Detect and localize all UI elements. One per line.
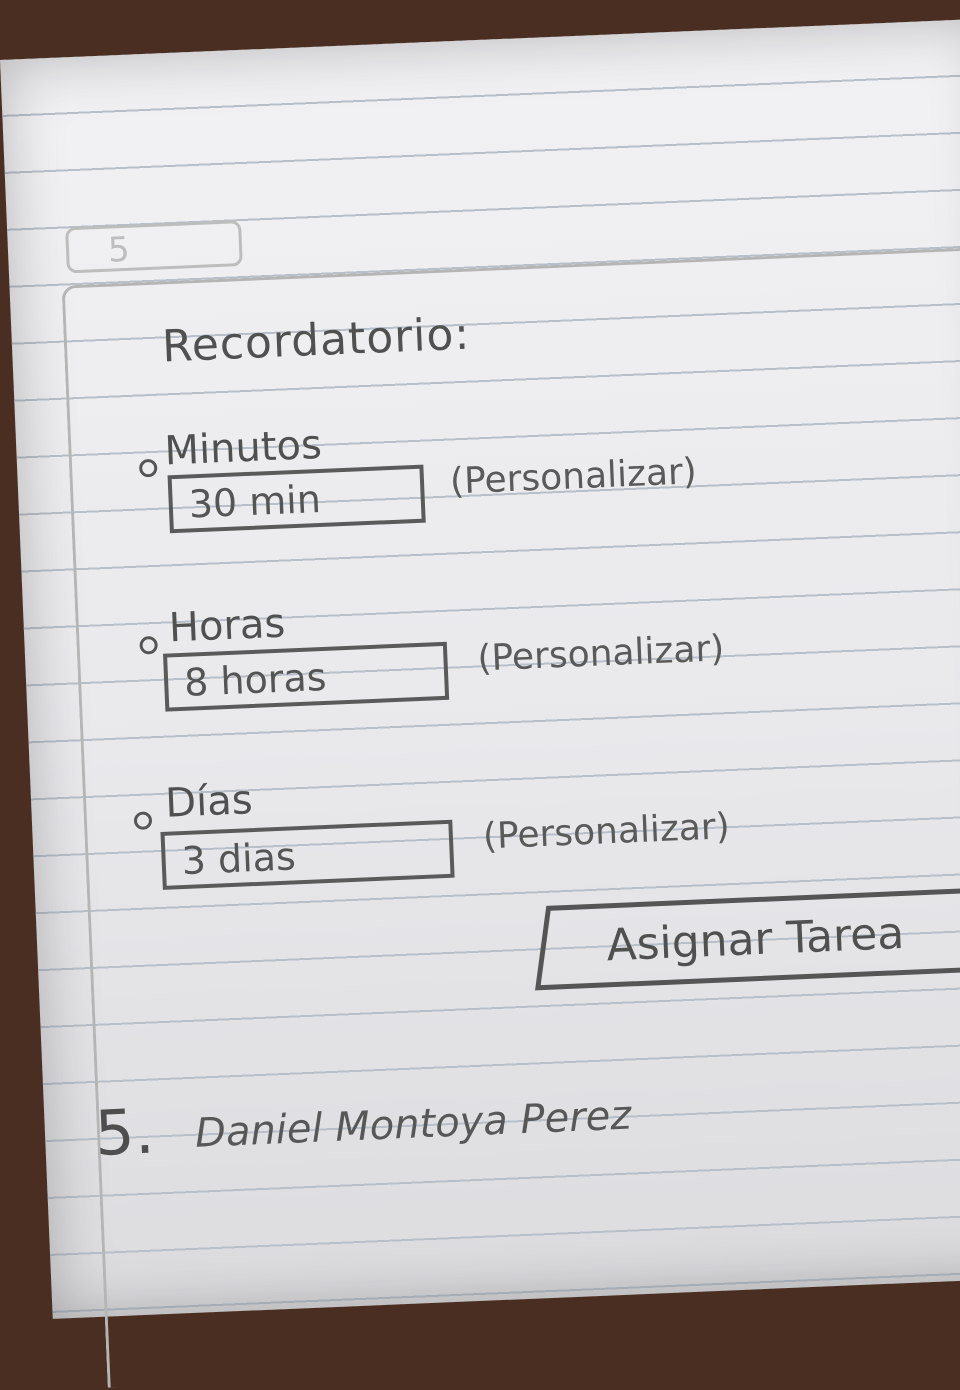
screen-tab	[65, 220, 243, 274]
minutos-field[interactable]: 30 min	[167, 464, 426, 534]
assign-task-label: Asignar Tarea	[605, 907, 906, 971]
minutos-label: Minutos	[163, 421, 323, 475]
dias-label: Días	[164, 777, 254, 827]
horas-field[interactable]: 8 horas	[163, 641, 450, 712]
item-number: 5.	[93, 1094, 156, 1170]
screen-number: 5	[107, 229, 131, 271]
notebook-page: 5 Recordatorio: Minutos 30 min (Personal…	[0, 18, 960, 1388]
assign-task-button[interactable]: Asignar Tarea	[535, 887, 960, 991]
dias-field[interactable]: 3 dias	[160, 819, 455, 890]
horas-label: Horas	[167, 600, 287, 652]
